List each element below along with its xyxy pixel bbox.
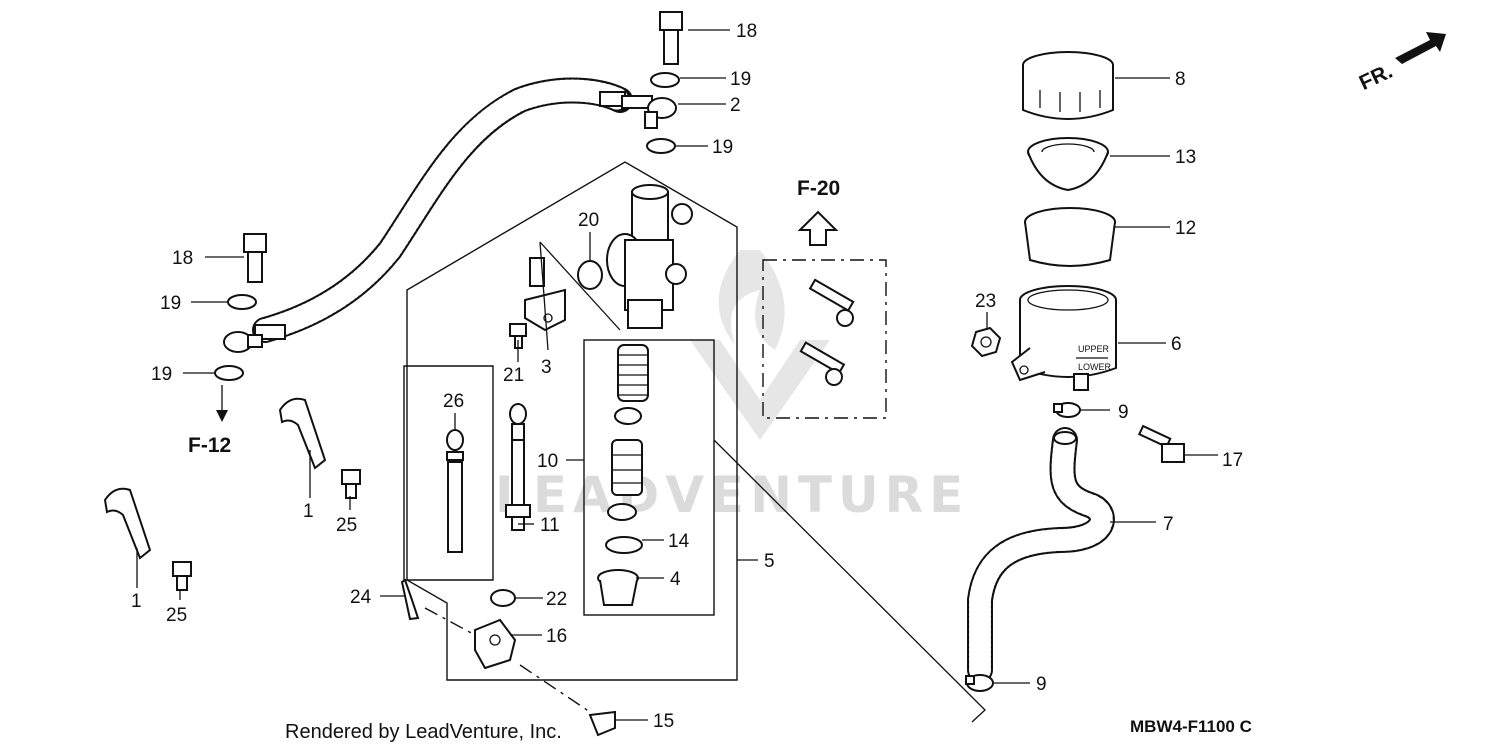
boot-4 [597,569,639,606]
label-part-19-c: 19 [160,293,181,314]
label-part-6: 6 [1171,334,1182,355]
label-part-18-lower: 18 [172,248,193,269]
label-part-19-d: 19 [151,364,172,385]
label-part-7: 7 [1163,514,1174,535]
nut-23 [970,326,1002,358]
watermark-v-icon [690,340,830,440]
label-part-14: 14 [668,531,690,552]
f20-reference-box [762,259,887,419]
push-rod-11 [505,403,531,531]
washer-19-b [646,138,676,154]
piston-kit-outline [583,339,715,616]
joint-pin-15 [588,710,616,737]
master-cylinder-group-outline [406,161,738,681]
diagram-code: MBW4-F1100 C [1130,717,1252,736]
bolt-25-upper [341,469,361,499]
front-direction-indicator: FR. [1356,32,1446,95]
part-labels: 18 19 2 19 8 13 12 23 6 18 19 19 20 21 3… [131,21,1243,732]
circlip-14 [605,536,643,554]
label-part-21: 21 [503,365,524,386]
stay-1-upper [278,397,327,470]
bolt-18-upper [659,11,683,65]
assembly-line-pin [424,607,591,713]
piston-cup [607,503,637,521]
bolt-25-lower [172,561,192,591]
label-part-3: 3 [541,357,552,378]
washer-19-d [214,365,244,381]
assembly-line-reservoir [713,439,986,723]
washer-19-c [227,294,257,310]
stay-1-lower [103,487,152,560]
reservoir-marking-lower: LOWER [1078,362,1112,372]
label-part-19-a: 19 [730,69,751,90]
push-rod-group-outline [403,365,494,581]
label-part-17: 17 [1222,450,1243,471]
label-part-19-b: 19 [712,137,733,158]
hose-clip-9-lower [965,674,994,692]
bolt-f20-a [808,278,855,327]
banjo-fitting-2 [621,95,677,129]
label-part-18-upper: 18 [736,21,757,42]
label-part-1-upper: 1 [303,501,314,522]
label-part-5: 5 [764,551,775,572]
label-part-25-lower: 25 [166,605,187,626]
watermark: LEADVENTURE [495,250,969,524]
leader-lines [136,29,1218,721]
label-part-20: 20 [578,210,599,231]
reservoir-plate-13 [1027,137,1109,192]
label-part-23: 23 [975,291,996,312]
label-part-16: 16 [546,626,567,647]
reservoir-hose-7 [967,427,1115,683]
f20-arrow-icon [797,210,839,246]
front-arrow-icon [1395,32,1446,64]
brake-hose [252,77,633,343]
spring-seat [614,407,642,425]
hose-clip-9-upper [1053,402,1081,418]
nut-22 [490,589,516,607]
ref-f20: F-20 [797,177,840,200]
label-part-13: 13 [1175,147,1196,168]
label-part-15: 15 [653,711,674,732]
label-part-9-upper: 9 [1118,402,1129,423]
piston [611,439,643,496]
master-cylinder-body [606,184,693,329]
bolt-18-lower [243,233,267,283]
reservoir-6: UPPER LOWER [1010,285,1117,391]
banjo-fitting-lower [223,331,263,353]
watermark-flame-icon [718,250,785,350]
label-part-9-lower: 9 [1036,674,1047,695]
hose-joint-3 [524,257,566,332]
o-ring-20 [577,260,603,290]
label-part-26: 26 [443,391,464,412]
label-part-11: 11 [540,515,560,536]
footer-credit: Rendered by LeadVenture, Inc. [285,721,562,743]
watermark-text: LEADVENTURE [495,466,969,524]
cotter-pin-24 [400,578,420,621]
push-rod-26 [446,429,464,553]
label-part-22: 22 [546,589,567,610]
bolt-17 [1137,424,1185,463]
label-part-2: 2 [730,95,741,116]
label-part-10: 10 [537,451,558,472]
reservoir-marking-upper: UPPER [1078,344,1110,354]
front-direction-label: FR. [1356,60,1396,95]
label-part-12: 12 [1175,218,1196,239]
washer-19-a [650,72,680,88]
joint-16 [474,618,517,670]
label-part-1-lower: 1 [131,591,142,612]
reservoir-diaphragm-12 [1024,207,1116,267]
label-part-24: 24 [350,587,372,608]
piston-spring [617,344,649,402]
ref-f12: F-12 [188,434,231,457]
bolt-f20-b [799,341,846,386]
label-part-25-upper: 25 [336,515,357,536]
label-part-4: 4 [670,569,681,590]
label-part-8: 8 [1175,69,1186,90]
f12-arrow-icon [216,410,228,422]
reservoir-cap-8 [1022,51,1114,120]
